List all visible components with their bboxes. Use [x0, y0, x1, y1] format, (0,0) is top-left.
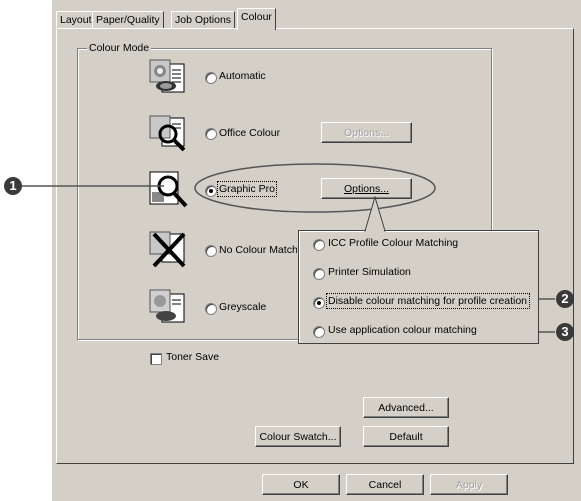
graphic-pro-options-button[interactable]: Options... — [321, 178, 412, 199]
mode-radio-office-colour[interactable] — [205, 128, 217, 140]
graphic-pro-options-label: Options... — [344, 183, 389, 195]
colour-options-popup: ICC Profile Colour Matching Printer Simu… — [298, 230, 539, 344]
colour-mode-title: Colour Mode — [87, 42, 152, 54]
apply-button: Apply — [430, 474, 508, 495]
popup-radio-icc-profile[interactable] — [313, 239, 325, 251]
tab-colour[interactable]: Colour — [237, 8, 276, 30]
mode-radio-graphic-pro[interactable] — [205, 185, 217, 197]
popup-label-icc-profile[interactable]: ICC Profile Colour Matching — [328, 237, 459, 249]
mode-radio-no-colour-matching[interactable] — [205, 245, 217, 257]
office-colour-options-button: Options... — [321, 122, 412, 143]
tab-job-options[interactable]: Job Options — [171, 11, 236, 29]
mode-label-greyscale[interactable]: Greyscale — [219, 301, 267, 313]
colour-tab-panel — [56, 28, 574, 464]
no-colour-matching-icon — [148, 230, 192, 268]
advanced-button[interactable]: Advanced... — [363, 397, 449, 418]
toner-save-checkbox[interactable] — [150, 353, 162, 365]
cancel-button[interactable]: Cancel — [346, 474, 424, 495]
tab-paper-quality[interactable]: Paper/Quality — [92, 11, 164, 29]
colour-swatch-button[interactable]: Colour Swatch... — [255, 426, 341, 447]
mode-label-automatic[interactable]: Automatic — [219, 70, 266, 82]
office-colour-mode-icon — [148, 114, 192, 152]
automatic-mode-icon — [148, 58, 192, 96]
mode-radio-greyscale[interactable] — [205, 303, 217, 315]
callout-number-1: 1 — [4, 177, 22, 195]
default-button[interactable]: Default — [363, 426, 449, 447]
popup-radio-disable-matching[interactable] — [313, 297, 325, 309]
callout-number-2: 2 — [556, 290, 574, 308]
toner-save-label[interactable]: Toner Save — [166, 351, 220, 363]
popup-radio-application-matching[interactable] — [313, 326, 325, 338]
popup-label-disable-matching[interactable]: Disable colour matching for profile crea… — [326, 293, 530, 309]
ok-button[interactable]: OK — [262, 474, 340, 495]
mode-label-no-colour-matching[interactable]: No Colour Matching — [219, 244, 297, 256]
popup-label-application-matching[interactable]: Use application colour matching — [328, 324, 477, 336]
popup-pointer — [364, 196, 386, 232]
mode-radio-automatic[interactable] — [205, 72, 217, 84]
greyscale-mode-icon — [148, 288, 192, 326]
mode-label-office-colour[interactable]: Office Colour — [219, 127, 281, 139]
callout-number-3: 3 — [556, 323, 574, 341]
mode-label-graphic-pro[interactable]: Graphic Pro — [216, 181, 278, 197]
popup-label-printer-simulation[interactable]: Printer Simulation — [328, 266, 411, 278]
popup-radio-printer-simulation[interactable] — [313, 268, 325, 280]
colour-mode-groupbox — [77, 48, 492, 340]
